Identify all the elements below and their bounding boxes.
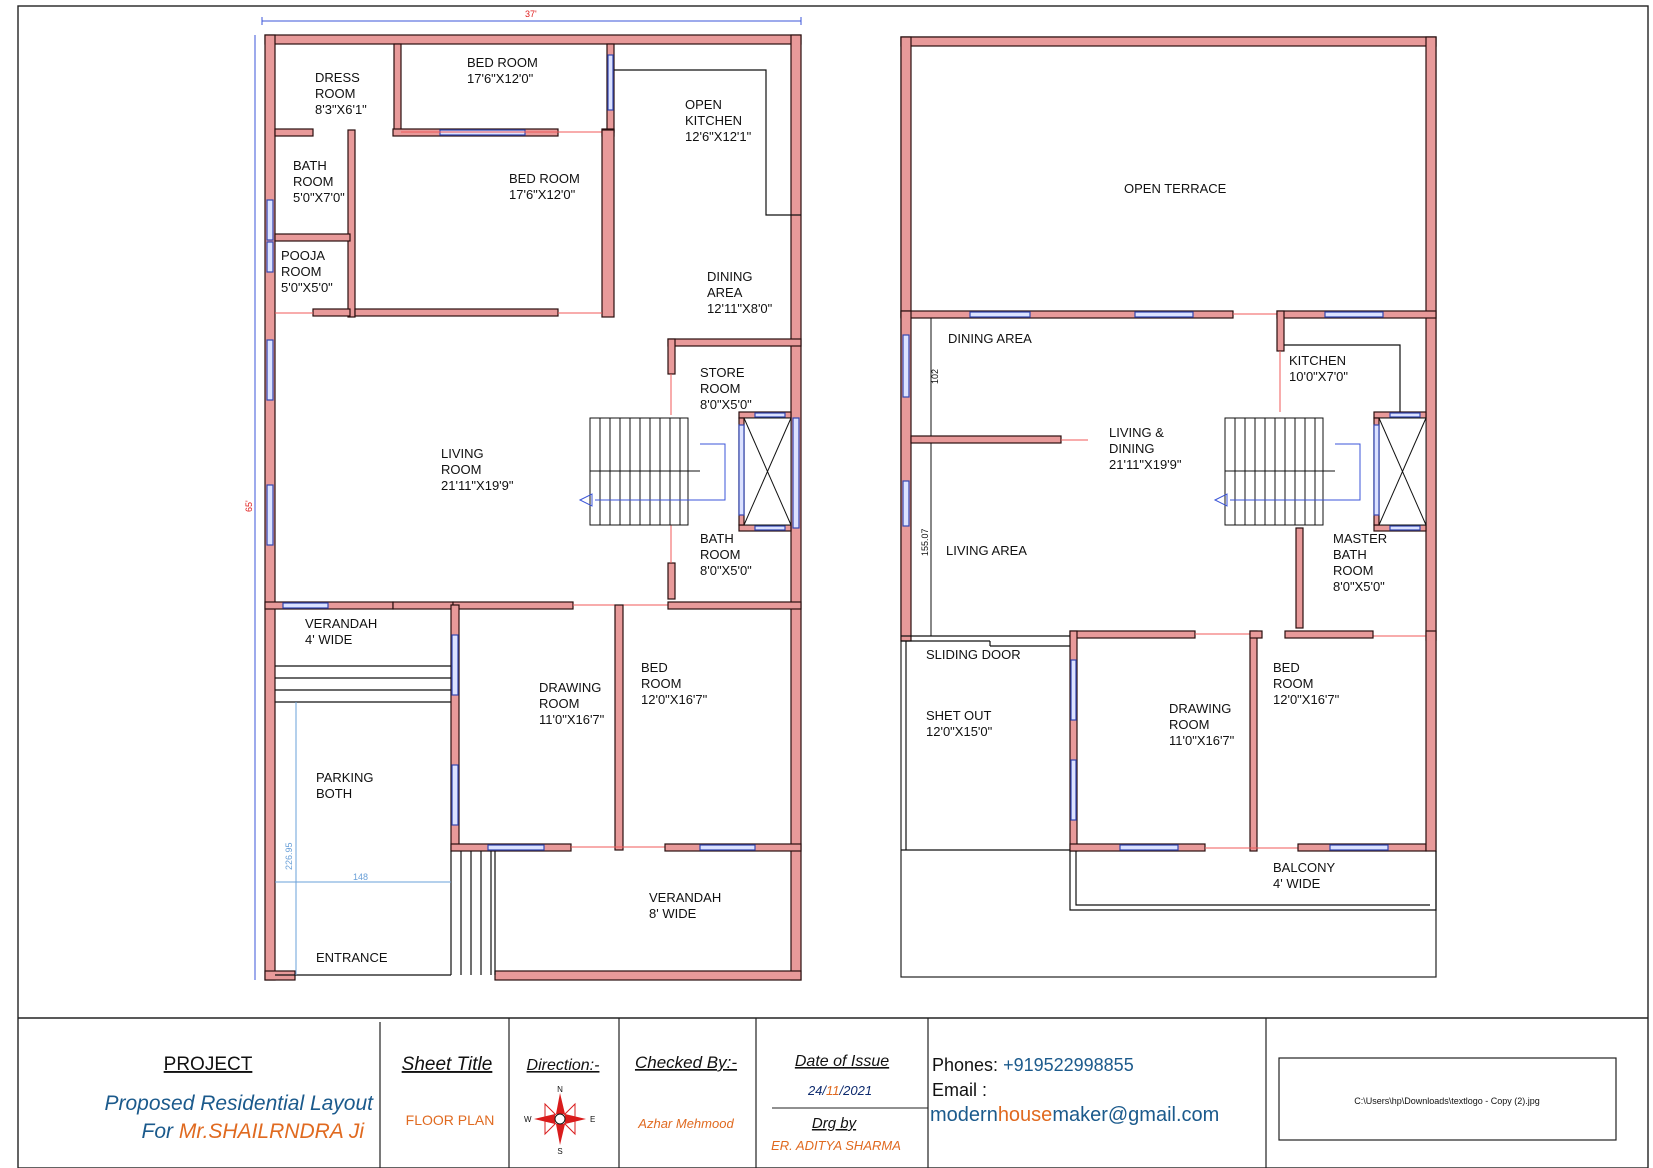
dim-155: 155.07	[920, 528, 930, 556]
date-of-issue-label: Date of Issue	[795, 1053, 889, 1070]
svg-text:W: W	[524, 1115, 532, 1124]
room-label-sliding-door: SLIDING DOOR	[926, 647, 1021, 662]
email-label: Email :	[932, 1080, 987, 1100]
ground-floor-plan: 37' 65'	[244, 9, 802, 981]
phones: Phones: +919522998855	[932, 1055, 1134, 1075]
drg-by-label: Drg by	[812, 1115, 858, 1132]
svg-text:N: N	[557, 1085, 563, 1094]
room-label-dining-area-ff: DINING AREA	[948, 331, 1032, 346]
room-label-entrance: ENTRANCE	[316, 950, 388, 965]
drg-by-value: ER. ADITYA SHARMA	[771, 1138, 901, 1153]
svg-text:E: E	[590, 1115, 595, 1124]
dim-102: 102	[930, 369, 940, 384]
checked-by-value: Azhar Mehmood	[637, 1116, 734, 1131]
checked-by-label: Checked By:-	[635, 1053, 737, 1072]
sheet-title-label: Sheet Title	[402, 1054, 493, 1075]
compass-icon: N S E W	[524, 1085, 595, 1156]
sheet-title-value: FLOOR PLAN	[406, 1112, 495, 1128]
project-for: For Mr.SHAILRNDRA Ji	[142, 1120, 366, 1143]
logo-path: C:\Users\hp\Downloads\textlogo - Copy (2…	[1354, 1096, 1540, 1106]
room-label-living-area: LIVING AREA	[946, 543, 1027, 558]
direction-label: Direction:-	[527, 1057, 600, 1074]
title-block: PROJECT Proposed Residential Layout For …	[104, 1018, 1617, 1168]
room-label-open-terrace: OPEN TERRACE	[1124, 181, 1227, 196]
email-value[interactable]: modernhousemaker@gmail.com	[930, 1104, 1219, 1126]
dim-width: 37'	[525, 9, 537, 19]
date-of-issue-value: 24/11/2021	[807, 1083, 872, 1098]
dim-height: 65'	[244, 500, 254, 512]
project-title: Proposed Residential Layout	[104, 1092, 374, 1115]
svg-text:S: S	[557, 1147, 562, 1156]
dim-parking-w: 148	[353, 872, 368, 882]
first-floor-plan: 102 155.07	[900, 36, 1437, 978]
dim-parking-h: 226.95	[284, 842, 294, 870]
logo-placeholder	[1278, 1057, 1617, 1141]
project-label: PROJECT	[164, 1054, 253, 1075]
